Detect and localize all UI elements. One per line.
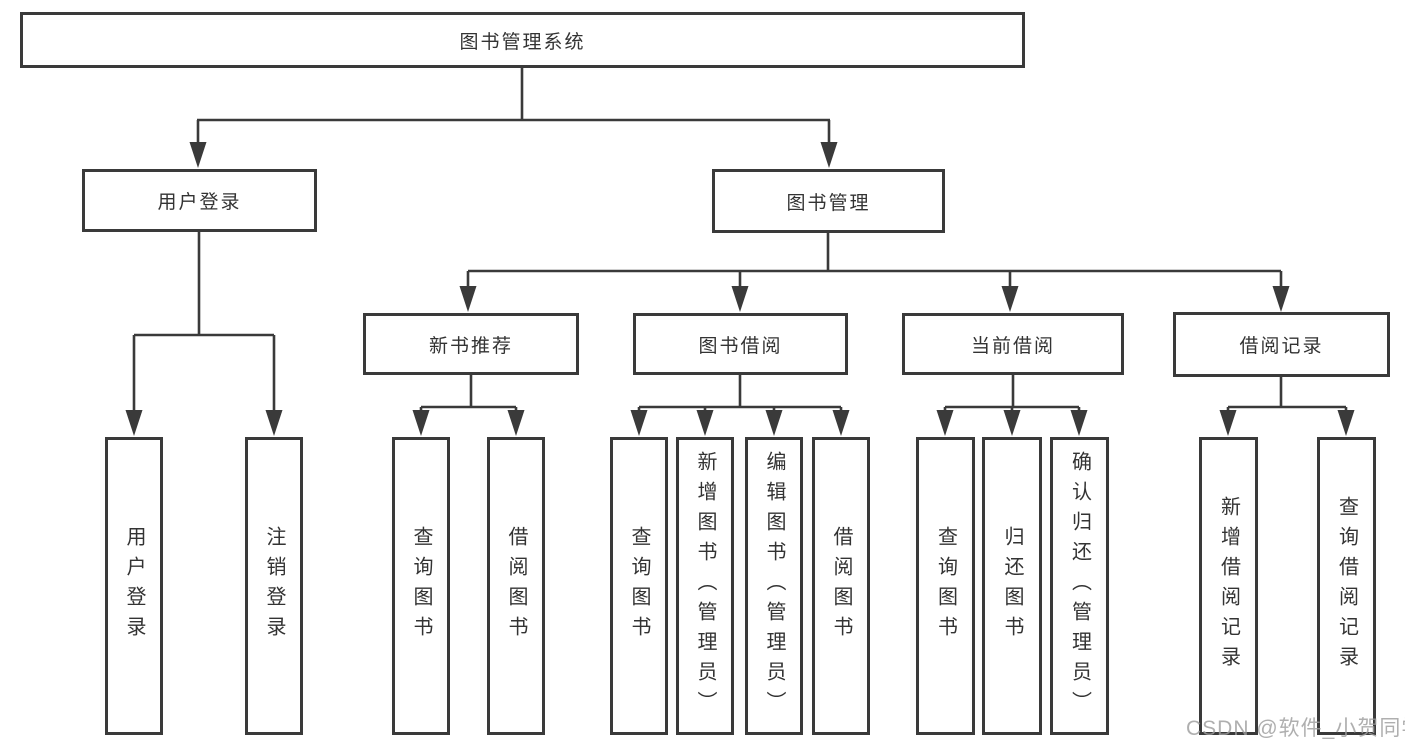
node-root-label: 图书管理系统	[459, 31, 586, 53]
leaf-user-login: 用户登录	[105, 437, 163, 735]
leaf-confirm-return-admin: 确认归还（管理员）	[1050, 437, 1109, 735]
node-book-borrow-label: 图书借阅	[698, 335, 783, 357]
leaf-confirm-return-admin-label: 确认归还（管理员）	[1068, 451, 1091, 721]
leaf-edit-books-admin-label: 编辑图书（管理员）	[763, 451, 785, 721]
node-current-borrow: 当前借阅	[902, 313, 1124, 375]
leaf-current-query-books-label: 查询图书	[934, 526, 957, 646]
leaf-query-borrow-record-label: 查询借阅记录	[1335, 496, 1358, 676]
node-borrow-records-label: 借阅记录	[1239, 336, 1324, 357]
leaf-add-books-admin: 新增图书（管理员）	[676, 437, 734, 735]
leaf-query-borrow-record: 查询借阅记录	[1317, 437, 1376, 735]
arrowheads	[125, 142, 1355, 436]
node-current-borrow-label: 当前借阅	[970, 335, 1055, 357]
node-borrow-records: 借阅记录	[1173, 312, 1390, 377]
leaf-edit-books-admin: 编辑图书（管理员）	[745, 437, 803, 735]
leaf-return-books-label: 归还图书	[1001, 526, 1023, 646]
node-new-book-recommend: 新书推荐	[363, 313, 579, 375]
csdn-watermark: CSDN @软件_小贺同学	[1186, 717, 1405, 740]
leaf-logout: 注销登录	[245, 437, 303, 735]
leaf-borrow-query-books: 查询图书	[610, 437, 668, 735]
leaf-borrow-query-books-label: 查询图书	[628, 526, 650, 646]
leaf-add-borrow-record: 新增借阅记录	[1199, 437, 1258, 735]
node-root-library-system: 图书管理系统	[20, 12, 1025, 68]
leaf-add-books-admin-label: 新增图书（管理员）	[694, 451, 716, 721]
node-book-management-label: 图书管理	[786, 192, 871, 214]
leaf-current-query-books: 查询图书	[916, 437, 975, 735]
leaf-newbook-query-books-label: 查询图书	[410, 526, 432, 646]
leaf-add-borrow-record-label: 新增借阅记录	[1217, 496, 1240, 676]
node-user-login: 用户登录	[82, 169, 317, 232]
node-user-login-label: 用户登录	[157, 192, 242, 213]
node-book-borrow: 图书借阅	[633, 313, 848, 375]
leaf-return-books: 归还图书	[982, 437, 1042, 735]
leaf-borrow-books-label: 借阅图书	[830, 526, 852, 646]
leaf-user-login-label: 用户登录	[123, 526, 145, 646]
leaf-logout-label: 注销登录	[263, 526, 285, 646]
leaf-newbook-borrow-books: 借阅图书	[487, 437, 545, 735]
leaf-borrow-books: 借阅图书	[812, 437, 870, 735]
node-book-management: 图书管理	[712, 169, 945, 233]
leaf-newbook-query-books: 查询图书	[392, 437, 450, 735]
leaf-newbook-borrow-books-label: 借阅图书	[505, 526, 527, 646]
node-new-book-recommend-label: 新书推荐	[428, 335, 513, 357]
